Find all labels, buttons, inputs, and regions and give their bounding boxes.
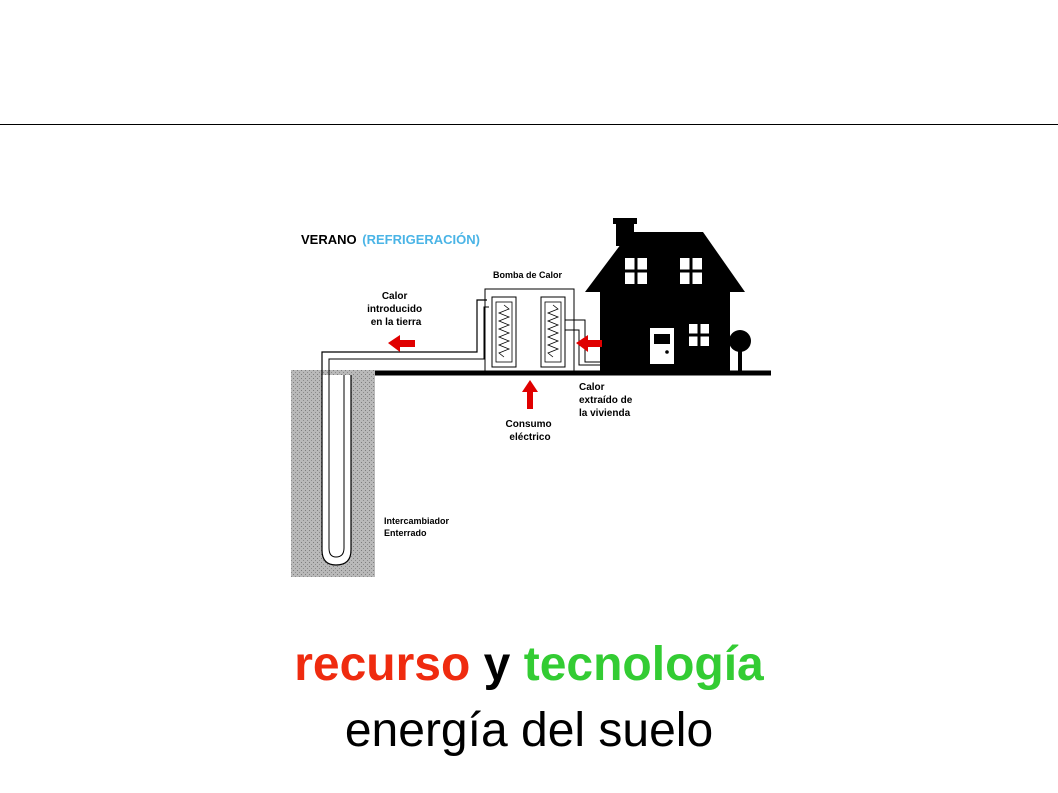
tree-icon	[729, 330, 751, 373]
slide-subtitle: energía del suelo	[344, 704, 714, 757]
title-connector: y	[483, 638, 511, 691]
season-label: VERANO (REFRIGERACIÓN)	[301, 232, 480, 247]
geothermal-heat-pump-diagram: VERANO (REFRIGERACIÓN) Bomba de Calor Ca…	[291, 218, 771, 577]
pipe-to-pump-inner	[328, 306, 489, 375]
electric-consumption-label: Consumo eléctrico	[506, 419, 555, 443]
heat-into-ground-label: Calor introducido en la tierra	[367, 291, 425, 328]
arrow-heat-from-house	[576, 335, 602, 352]
mode-label: (REFRIGERACIÓN)	[362, 232, 480, 247]
house-icon	[585, 218, 745, 373]
slide-title: recurso y tecnología	[0, 637, 1058, 693]
pipe-to-pump-outer	[321, 299, 487, 375]
arrow-electric-input	[522, 380, 538, 409]
header-divider	[0, 124, 1058, 125]
title-word-resource: recurso	[294, 638, 471, 691]
heat-from-house-label: Calor extraído de la vivienda	[579, 382, 635, 419]
ground-loop-inner	[328, 375, 345, 558]
heat-pump-label: Bomba de Calor	[493, 270, 563, 280]
exchanger-label: Intercambiador Enterrado	[384, 516, 452, 538]
title-word-technology: tecnología	[523, 638, 764, 691]
arrow-heat-to-ground	[388, 335, 415, 352]
